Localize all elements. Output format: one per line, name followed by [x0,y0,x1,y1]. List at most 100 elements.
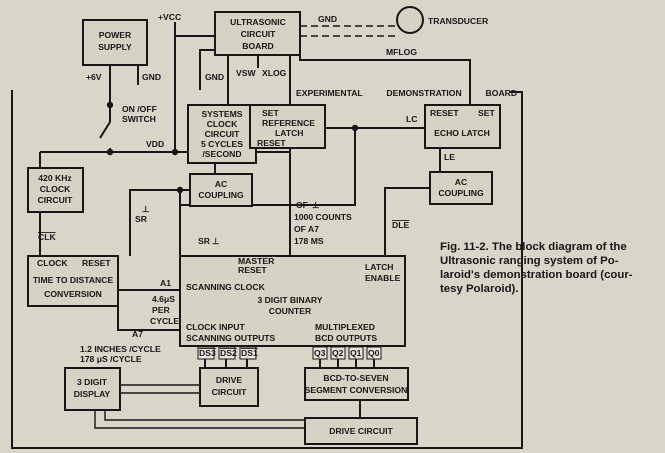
ultrasonic-text-1: ULTRASONIC [230,17,286,27]
label-le: LE [444,152,455,162]
counter-text-4: 3 DIGIT BINARY [257,295,322,305]
ultrasonic-text-3: BOARD [242,41,274,51]
label-vcc: +VCC [158,12,181,22]
counter-text-8: CLOCK INPUT [186,322,245,332]
sr2-bar: ⊥ [212,236,220,246]
bcd-text-1: BCD-TO-SEVEN [323,373,388,383]
counter-text-2: RESET [238,265,267,275]
ref-latch-text-2: REFERENCE [262,118,315,128]
switch-symbol [99,105,111,152]
systems-clock-text-4: 5 CYCLES [201,139,243,149]
systems-clock-text-3: CIRCUIT [205,129,241,139]
wire-sr [129,189,190,256]
ac-coupling-2-block [429,171,493,205]
label-gnd-board: GND [205,72,224,82]
label-mflog: MFLOG [386,47,417,57]
drive-circuit-2-block [304,417,418,445]
label-per-3: CYCLE [150,316,179,326]
t2d-text-1: CLOCK [37,258,68,268]
label-q1: Q1 [350,348,362,358]
counter-text-1: MASTER [238,256,275,266]
wire-a1-a7 [117,289,180,331]
clock-420-text-3: CIRCUIT [38,195,74,205]
label-per-1: 4.6μS [152,294,175,304]
wire-display-drive2 [94,410,305,429]
caption-line-2: Ultrasonic ranging system of Po- [440,255,619,267]
label-ds3: DS3 [199,348,216,358]
label-of-4: 178 MS [294,236,324,246]
wire-transducer [300,25,395,37]
sr1-bar: ⊥ [142,204,150,214]
counter-block [179,255,406,347]
ultrasonic-text-2: CIRCUIT [241,29,277,39]
label-gnd-ps: GND [142,72,161,82]
power-supply-block [82,19,148,66]
transducer-icon [396,6,424,34]
label-lc: LC [406,114,417,124]
t2d-text-2: RESET [82,258,111,268]
time-distance-block [27,255,119,307]
systems-clock-block [187,104,257,164]
ref-latch-block [249,104,326,149]
label-of-1: OF [296,200,308,210]
label-ds1: DS1 [241,348,258,358]
systems-clock-text-5: /SECOND [202,149,241,159]
bcd-seven-block [304,367,409,401]
systems-clock-text-2: CLOCK [207,119,238,129]
wire-dle [384,187,430,256]
label-inch-2: 178 μS /CYCLE [80,354,142,364]
echo-latch-block [424,104,501,149]
t2d-text-3: TIME TO DISTANCE [33,275,114,285]
wire-gnd-board [199,49,229,105]
wire-vsw-xlog [257,55,291,105]
power-supply-text-2: SUPPLY [98,42,132,52]
caption-line-3: laroid's demonstration board (cour- [440,269,633,281]
counter-text-5: COUNTER [269,306,312,316]
wire-display-drive [120,384,200,394]
ref-latch-text-4: RESET [257,138,286,148]
label-clk: CLK [38,232,56,242]
power-supply-text-1: POWER [99,30,132,40]
ultrasonic-board-block [214,11,301,56]
t2d-text-4: CONVERSION [44,289,102,299]
label-vsw: VSW [236,68,256,78]
systems-clock-text-1: SYSTEMS [201,109,242,119]
label-a7: A7 [132,329,143,339]
ac1-text-2: COUPLING [198,190,244,200]
clock-420-block [27,167,84,213]
label-sr-1: SR [135,214,148,224]
label-inch-1: 1.2 INCHES /CYCLE [80,344,161,354]
echo-latch-text-1: RESET [430,108,459,118]
display-text-2: DISPLAY [74,389,111,399]
label-onoff-2: SWITCH [122,114,156,124]
ref-latch-text-1: SET [262,108,279,118]
echo-latch-text-3: ECHO LATCH [434,128,490,138]
counter-text-6: LATCH [365,262,393,272]
echo-latch-text-2: SET [478,108,495,118]
label-of-2: 1000 COUNTS [294,212,352,222]
counter-text-3: SCANNING CLOCK [186,282,266,292]
label-board-title: EXPERIMENTAL DEMONSTRATION BOARD [296,88,517,98]
label-ds2: DS2 [220,348,237,358]
wire-power [109,65,139,105]
label-of-3: OF A7 [294,224,319,234]
label-dle: DLE [392,220,409,230]
ac-coupling-1-block [189,173,253,207]
ac2-text-2: COUPLING [438,188,484,198]
caption-line-4: tesy Polaroid). [440,283,519,295]
label-xlog: XLOG [262,68,287,78]
clock-420-text-1: 420 KHz [38,173,71,183]
counter-text-10: MULTIPLEXED [315,322,375,332]
label-transducer: TRANSDUCER [428,16,489,26]
label-per-2: PER [152,305,170,315]
label-plus6v: +6V [86,72,102,82]
label-q3: Q3 [314,348,326,358]
label-q2: Q2 [332,348,344,358]
label-gnd-top: GND [318,14,337,24]
counter-text-9: SCANNING OUTPUTS [186,333,276,343]
bcd-text-2: SEGMENT CONVERSION [305,385,408,395]
ref-latch-text-3: LATCH [275,128,303,138]
drive2-text: DRIVE CIRCUIT [329,426,393,436]
